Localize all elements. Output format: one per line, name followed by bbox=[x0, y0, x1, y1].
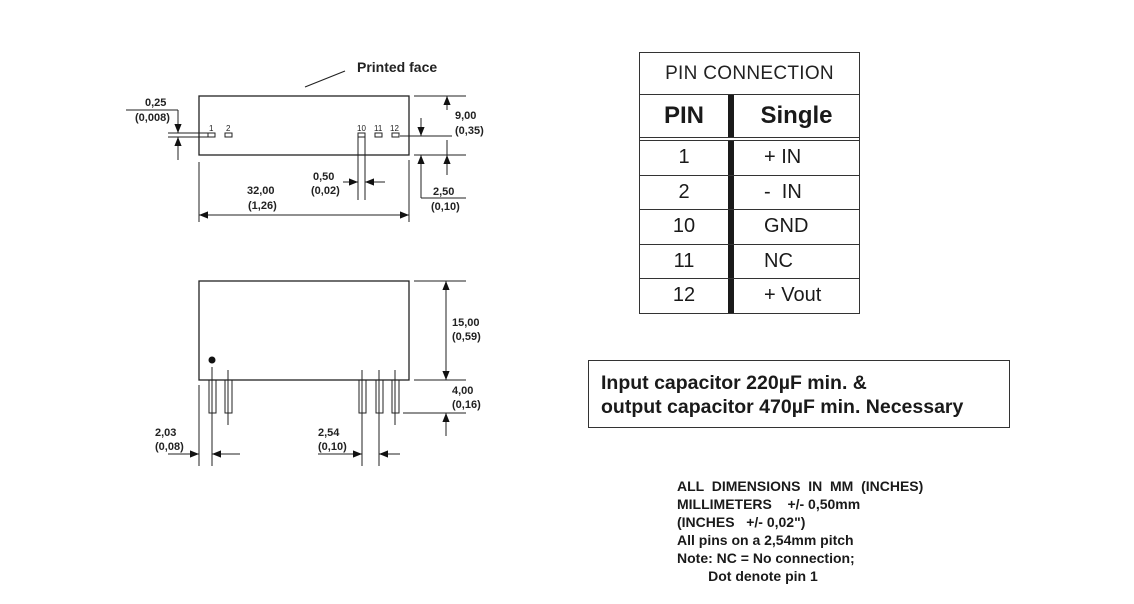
dim-2-54-mm: 2,54 bbox=[318, 427, 340, 439]
table-row: 1 + IN bbox=[640, 141, 859, 176]
pin-number: 1 bbox=[640, 141, 734, 175]
pin-table-caption: PIN CONNECTION bbox=[640, 53, 859, 95]
dim-32-in: (1,26) bbox=[248, 200, 277, 212]
capacitor-note-line-2: output capacitor 470µF min. Necessary bbox=[601, 396, 964, 418]
dim-9-in: (0,35) bbox=[455, 125, 484, 137]
dim-32-mm: 32,00 bbox=[247, 185, 275, 197]
pin-label-10: 10 bbox=[357, 124, 366, 133]
printed-face-leader bbox=[304, 70, 346, 88]
pin-number: 10 bbox=[640, 210, 734, 244]
pin-label-12: 12 bbox=[390, 124, 399, 133]
dim-0-25-in: (0,008) bbox=[135, 112, 170, 124]
dim-9-mm: 9,00 bbox=[455, 110, 476, 122]
dim-2-54-in: (0,10) bbox=[318, 441, 347, 453]
pin-label-1: 1 bbox=[209, 124, 214, 133]
pin1-dot-marker bbox=[208, 356, 216, 364]
dim-2-03-in: (0,08) bbox=[155, 441, 184, 453]
pin-function: + IN bbox=[764, 146, 802, 169]
header-single: Single bbox=[760, 102, 833, 129]
pin-pad-11 bbox=[374, 132, 383, 138]
pin-pad-12 bbox=[391, 132, 400, 138]
dim-15-in: (0,59) bbox=[452, 331, 481, 343]
table-row: 11 NC bbox=[640, 244, 859, 279]
pin-number: 12 bbox=[640, 279, 734, 313]
capacitor-note-box: Input capacitor 220µF min. & output capa… bbox=[588, 360, 1010, 428]
side-view-body bbox=[198, 280, 410, 381]
pin-function: + Vout bbox=[764, 284, 822, 307]
dimension-note-line: MILLIMETERS +/- 0,50mm bbox=[677, 496, 861, 512]
dim-2-03-mm: 2,03 bbox=[155, 427, 176, 439]
dimension-note-line: (INCHES +/- 0,02") bbox=[677, 514, 806, 530]
table-row: 2 - IN bbox=[640, 175, 859, 210]
dimension-note-line: Dot denote pin 1 bbox=[677, 568, 818, 584]
dimension-note-line: ALL DIMENSIONS IN MM (INCHES) bbox=[677, 478, 924, 494]
pin-pad-2 bbox=[224, 132, 233, 138]
table-row: 10 GND bbox=[640, 210, 859, 245]
dim-2-50-mm: 2,50 bbox=[433, 186, 454, 198]
pin-label-11: 11 bbox=[374, 124, 383, 133]
pin-label-2: 2 bbox=[226, 124, 231, 133]
header-pin: PIN bbox=[640, 95, 734, 137]
printed-face-label: Printed face bbox=[357, 59, 437, 75]
pin-table-header: PIN Single bbox=[640, 95, 859, 141]
dim-2-50-in: (0,10) bbox=[431, 201, 460, 213]
pin-function: NC bbox=[764, 249, 793, 272]
dimension-note-line: Note: NC = No connection; bbox=[677, 550, 855, 566]
dim-0-50-in: (0,02) bbox=[311, 185, 340, 197]
dim-0-50-mm: 0,50 bbox=[313, 171, 334, 183]
pin-number: 11 bbox=[640, 244, 734, 278]
dim-0-25-mm: 0,25 bbox=[145, 97, 166, 109]
capacitor-note-line-1: Input capacitor 220µF min. & bbox=[601, 372, 867, 394]
dim-4-mm: 4,00 bbox=[452, 385, 473, 397]
dim-15-mm: 15,00 bbox=[452, 317, 480, 329]
dim-4-in: (0,16) bbox=[452, 399, 481, 411]
pin-connection-table: PIN CONNECTION PIN Single 1 + IN 2 - IN … bbox=[639, 52, 860, 314]
pin-pad-10 bbox=[357, 132, 366, 138]
pin-pad-1 bbox=[207, 132, 216, 138]
pin-function: GND bbox=[764, 215, 809, 238]
table-row: 12 + Vout bbox=[640, 279, 859, 313]
pin-function: - IN bbox=[764, 180, 802, 203]
dimension-note-line: All pins on a 2,54mm pitch bbox=[677, 532, 854, 548]
dimension-notes: ALL DIMENSIONS IN MM (INCHES) MILLIMETER… bbox=[677, 477, 923, 585]
top-view-body bbox=[198, 95, 410, 156]
pin-number: 2 bbox=[640, 175, 734, 209]
